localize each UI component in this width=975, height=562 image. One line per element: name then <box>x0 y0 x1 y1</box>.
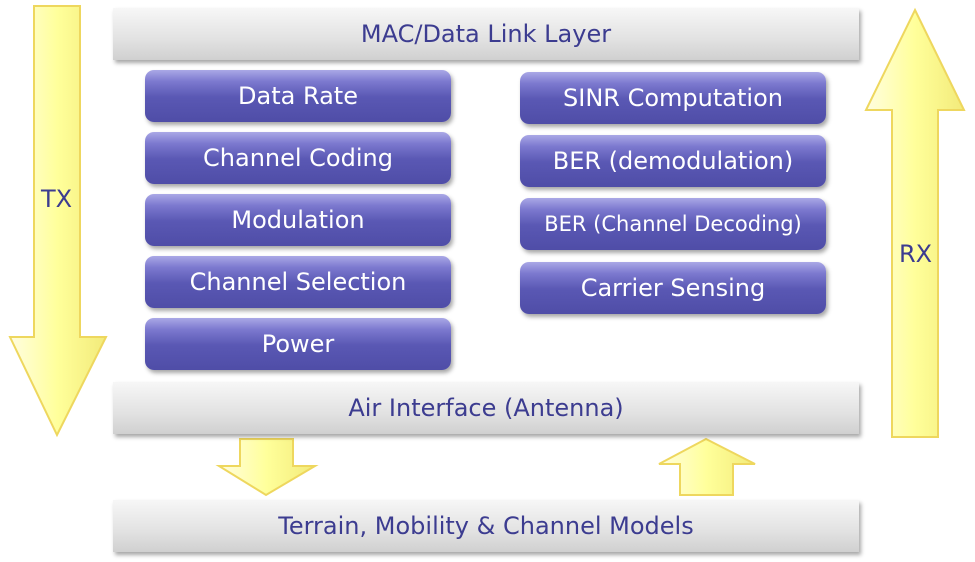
rx-block-carrier-sensing: Carrier Sensing <box>520 262 826 314</box>
tx-block-channel-coding: Channel Coding <box>145 132 451 184</box>
tx-block-power: Power <box>145 318 451 370</box>
tx-block-modulation: Modulation <box>145 194 451 246</box>
rx-block-sinr-computation: SINR Computation <box>520 72 826 124</box>
rx-label: RX <box>899 240 933 268</box>
tx-arrow-icon <box>8 5 108 438</box>
air-interface-bar: Air Interface (Antenna) <box>113 382 859 434</box>
rx-arrow-icon <box>864 7 966 438</box>
terrain-models-bar: Terrain, Mobility & Channel Models <box>113 500 859 552</box>
tx-label: TX <box>41 185 73 213</box>
up-arrow-icon <box>658 437 756 496</box>
tx-block-data-rate: Data Rate <box>145 70 451 122</box>
tx-block-channel-selection: Channel Selection <box>145 256 451 308</box>
down-arrow-icon <box>215 438 319 497</box>
mac-layer-bar: MAC/Data Link Layer <box>113 8 859 60</box>
rx-block-ber-channel-decoding: BER (Channel Decoding) <box>520 198 826 250</box>
rx-block-ber-demodulation: BER (demodulation) <box>520 135 826 187</box>
